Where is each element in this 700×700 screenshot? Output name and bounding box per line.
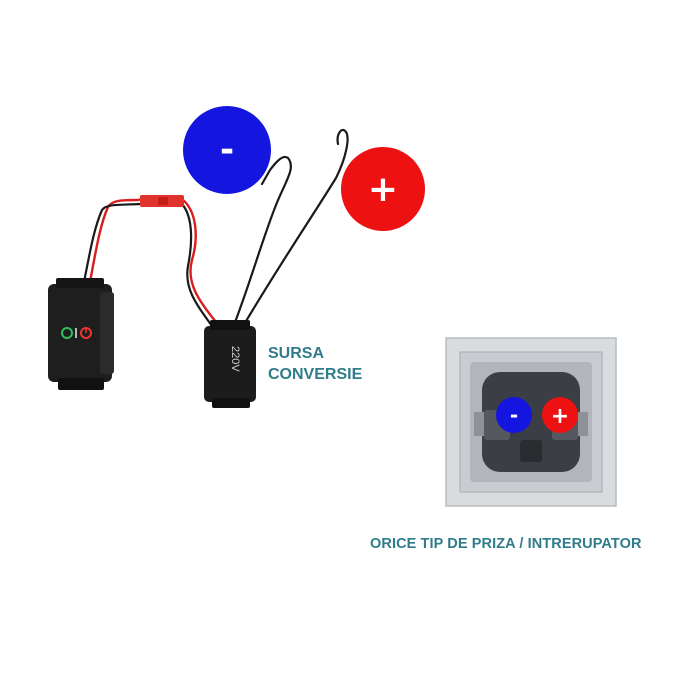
camera-module — [48, 278, 114, 390]
camera-module-top — [56, 278, 104, 288]
negative-marker: - — [183, 106, 271, 194]
power-indicator-icon — [61, 327, 92, 339]
power-converter-foot — [212, 398, 250, 408]
negative-marker-symbol: - — [220, 130, 234, 170]
camera-module-side — [100, 292, 114, 374]
power-converter-marking: 220V — [229, 346, 241, 372]
converter-label-line2: CONVERSIE — [268, 366, 363, 383]
positive-terminal-symbol: + — [551, 404, 569, 429]
socket-bracket-right — [578, 412, 588, 436]
wall-socket: - + — [445, 337, 617, 507]
wire-connector — [140, 195, 184, 207]
red-wire-converter — [180, 197, 218, 324]
camera-module-bottom — [58, 378, 104, 390]
socket-mechanism — [482, 372, 580, 472]
socket-screw-block — [520, 440, 542, 462]
red-wire-camera — [88, 197, 144, 284]
black-wire-converter — [180, 202, 214, 328]
wire-connector-latch — [158, 197, 168, 205]
socket-caption: ORICE TIP DE PRIZA / INTRERUPATOR — [370, 536, 642, 552]
negative-terminal-icon — [496, 397, 532, 433]
negative-terminal-symbol: - — [510, 403, 518, 427]
power-converter-shell — [204, 326, 256, 402]
negative-marker-circle — [183, 106, 271, 194]
power-converter-cap — [210, 320, 250, 330]
output-wire-negative — [230, 155, 292, 332]
converter-label-line1: SURSA — [268, 345, 325, 362]
power-converter: 220V — [204, 320, 256, 408]
converter-label: SURSA CONVERSIE — [268, 343, 362, 385]
positive-marker-symbol: + — [368, 169, 398, 210]
positive-terminal-icon — [542, 397, 578, 433]
socket-bracket-left — [474, 412, 484, 436]
output-wire-positive — [240, 128, 349, 330]
positive-marker: + — [341, 147, 425, 231]
black-wire-camera — [82, 202, 142, 284]
positive-marker-circle — [341, 147, 425, 231]
wires — [82, 128, 349, 332]
